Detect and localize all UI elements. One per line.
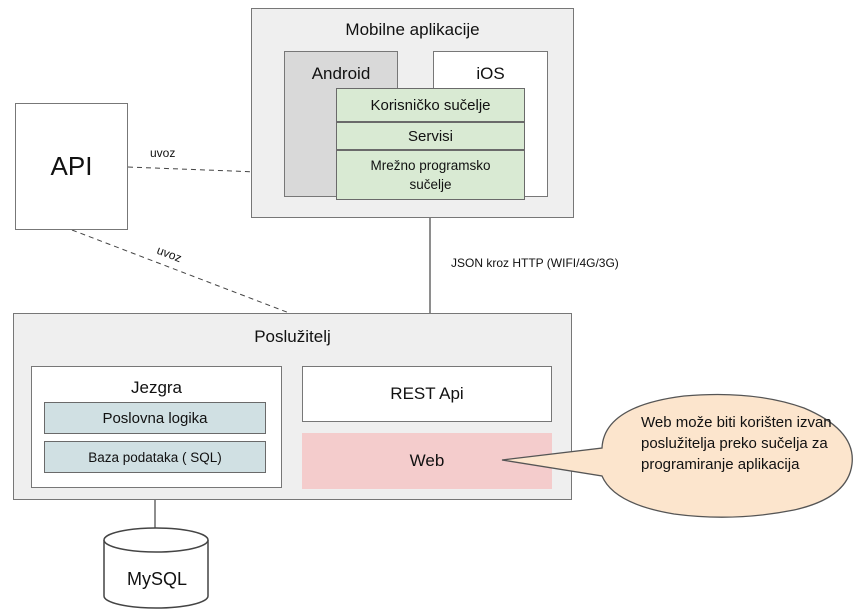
android-label: Android xyxy=(311,64,371,83)
mysql-label: MySQL xyxy=(126,569,187,589)
network-api-layer: Mrežno programsko sučelje xyxy=(336,150,525,200)
services-layer-label: Servisi xyxy=(407,127,453,145)
api-box: API xyxy=(15,103,128,230)
services-layer: Servisi xyxy=(336,122,525,150)
callout-bubble xyxy=(501,393,853,518)
mysql-cylinder-icon xyxy=(103,527,209,609)
ui-layer-label: Korisničko sučelje xyxy=(370,96,491,114)
database-layer: Baza podataka ( SQL) xyxy=(44,441,266,473)
uvoz-top-label: uvoz xyxy=(150,146,176,160)
server-title: Poslužitelj xyxy=(254,327,331,346)
core-title: Jezgra xyxy=(130,378,183,397)
json-http-label: JSON kroz HTTP (WIFI/4G/3G) xyxy=(451,256,619,270)
database-label: Baza podataka ( SQL) xyxy=(88,449,222,465)
business-logic-layer: Poslovna logika xyxy=(44,402,266,434)
mobile-apps-title: Mobilne aplikacije xyxy=(345,20,480,39)
api-label: API xyxy=(50,151,93,181)
rest-api-box: REST Api xyxy=(302,366,552,422)
web-label: Web xyxy=(409,451,445,470)
business-logic-label: Poslovna logika xyxy=(102,409,208,427)
rest-api-label: REST Api xyxy=(390,384,464,403)
ios-label: iOS xyxy=(476,64,505,83)
callout-text: Web može biti korišten izvan poslužitelj… xyxy=(641,414,832,473)
network-api-layer-label: Mrežno programsko sučelje xyxy=(370,158,491,192)
ui-layer: Korisničko sučelje xyxy=(336,88,525,122)
